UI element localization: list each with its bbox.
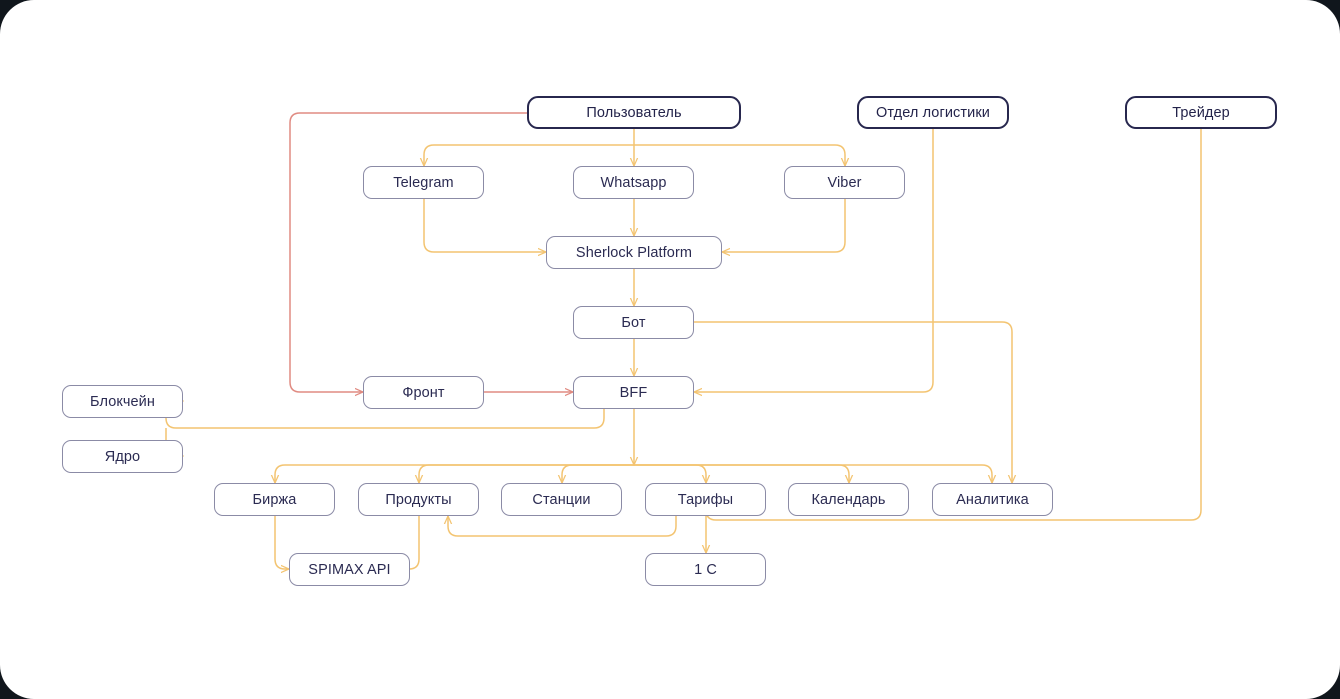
- node-label: SPIMAX API: [308, 561, 391, 578]
- node-label: Биржа: [252, 491, 297, 508]
- node-label: Ядро: [104, 448, 141, 465]
- node-viber[interactable]: Viber: [784, 166, 905, 199]
- node-label: Пользователь: [586, 104, 682, 121]
- node-sherlock[interactable]: Sherlock Platform: [546, 236, 722, 269]
- node-logistics[interactable]: Отдел логистики: [857, 96, 1009, 129]
- node-analytics[interactable]: Аналитика: [932, 483, 1053, 516]
- node-label: Станции: [532, 491, 591, 508]
- edge-user-telegram: [424, 144, 634, 166]
- node-bff[interactable]: BFF: [573, 376, 694, 409]
- edge-trader-tariffs: [706, 129, 1202, 521]
- edge-user-front: [289, 112, 527, 392]
- node-spimax[interactable]: SPIMAX API: [289, 553, 410, 586]
- edge-bff-stations: [562, 464, 634, 483]
- edge-products-spimax: [409, 516, 420, 569]
- edge-bot-analytics: [694, 321, 1012, 483]
- node-label: BFF: [619, 384, 648, 401]
- edge-bff-analytics: [634, 464, 992, 483]
- node-label: Бот: [621, 314, 646, 331]
- node-onec[interactable]: 1 С: [645, 553, 766, 586]
- node-bot[interactable]: Бот: [573, 306, 694, 339]
- node-trader[interactable]: Трейдер: [1125, 96, 1277, 129]
- node-label: Sherlock Platform: [575, 244, 693, 261]
- edge-telegram-sherlock: [423, 199, 546, 252]
- edge-exchange-spimax: [274, 516, 289, 569]
- edge-viber-sherlock: [722, 199, 846, 252]
- node-blockchain[interactable]: Блокчейн: [62, 385, 183, 418]
- node-label: Тарифы: [677, 491, 734, 508]
- node-label: Отдел логистики: [876, 104, 990, 121]
- edge-user-viber: [634, 144, 845, 166]
- node-label: Продукты: [385, 491, 452, 508]
- edge-bff-tariffs: [634, 464, 706, 483]
- node-front[interactable]: Фронт: [363, 376, 484, 409]
- edge-bff-calendar: [634, 464, 849, 483]
- node-stations[interactable]: Станции: [501, 483, 622, 516]
- node-exchange[interactable]: Биржа: [214, 483, 335, 516]
- node-label: Whatsapp: [600, 174, 667, 191]
- node-label: 1 С: [694, 561, 717, 578]
- node-products[interactable]: Продукты: [358, 483, 479, 516]
- node-label: Viber: [827, 174, 862, 191]
- node-tariffs[interactable]: Тарифы: [645, 483, 766, 516]
- edge-logistics-bff: [694, 129, 934, 392]
- node-calendar[interactable]: Календарь: [788, 483, 909, 516]
- edge-bff-exchange: [275, 464, 634, 483]
- edge-tariffs-products: [448, 516, 677, 537]
- node-whatsapp[interactable]: Whatsapp: [573, 166, 694, 199]
- node-label: Блокчейн: [90, 393, 155, 410]
- node-label: Аналитика: [956, 491, 1029, 508]
- edge-bff-products: [419, 464, 634, 483]
- node-label: Трейдер: [1172, 104, 1230, 121]
- node-user[interactable]: Пользователь: [527, 96, 741, 129]
- node-telegram[interactable]: Telegram: [363, 166, 484, 199]
- node-core[interactable]: Ядро: [62, 440, 183, 473]
- node-label: Telegram: [393, 174, 454, 191]
- node-label: Календарь: [811, 491, 886, 508]
- node-label: Фронт: [402, 384, 445, 401]
